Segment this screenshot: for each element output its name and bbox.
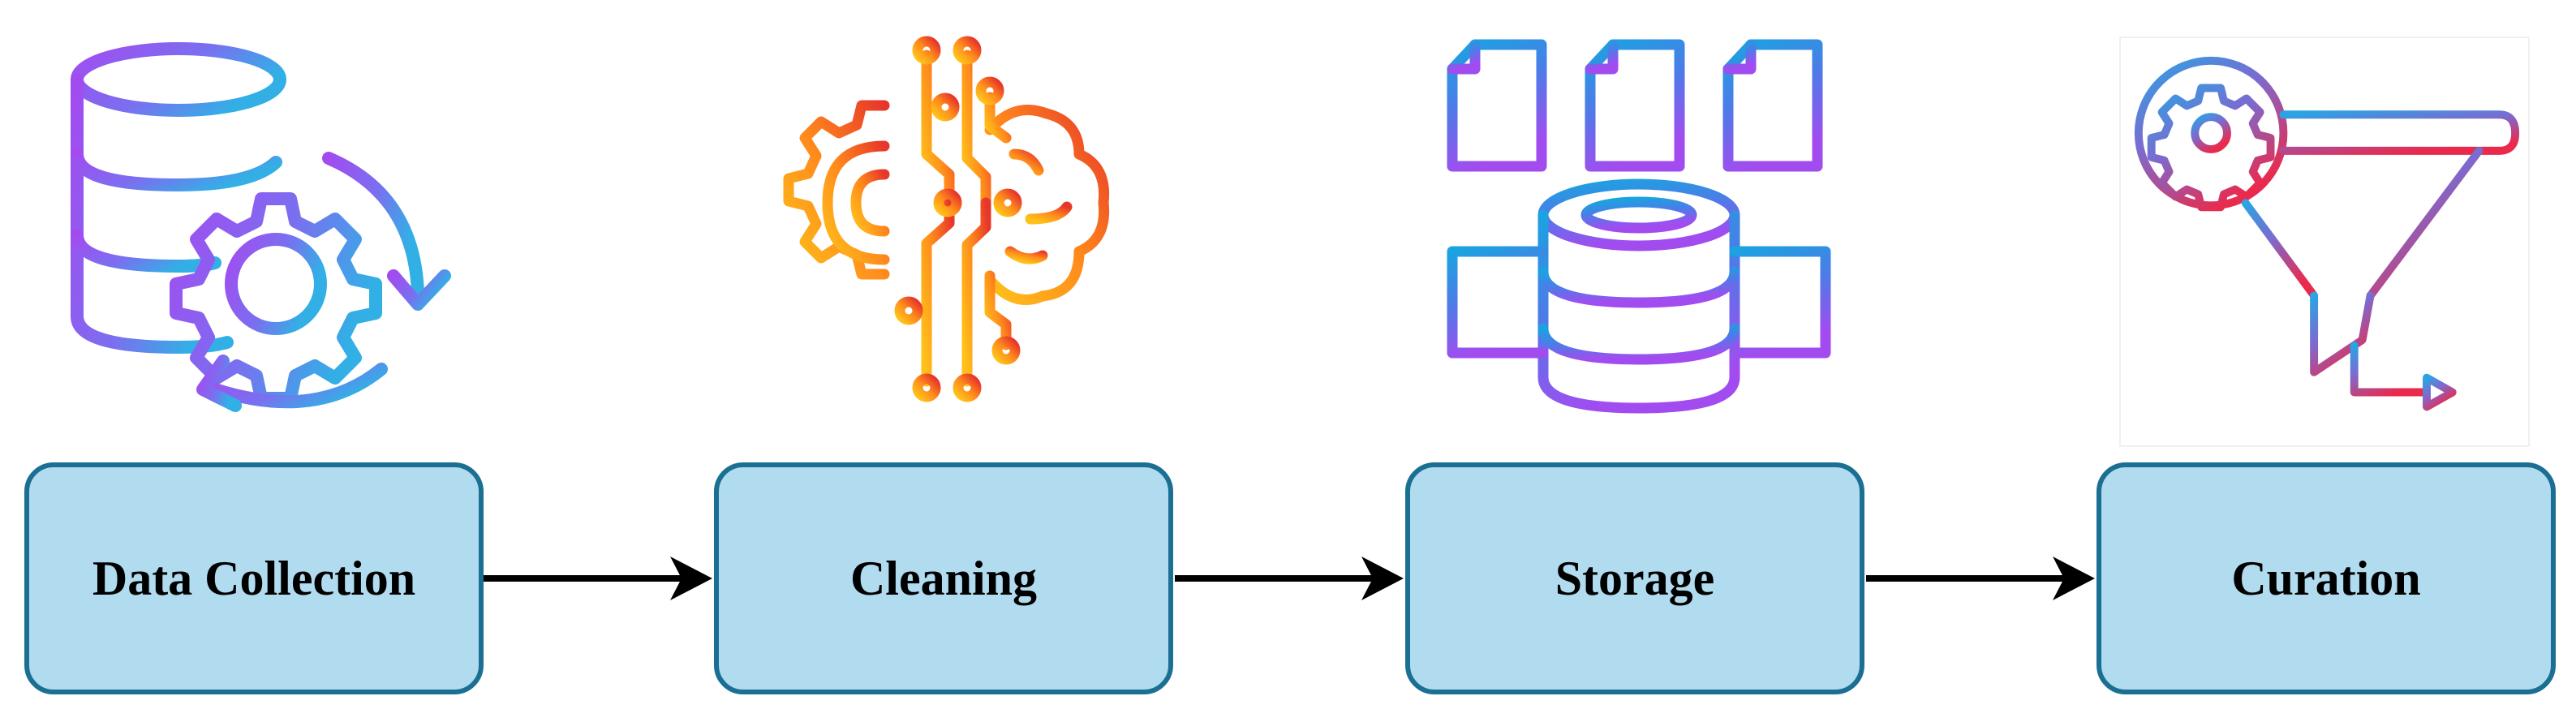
stage-curation: Curation [2096, 462, 2556, 694]
stage-label: Cleaning [849, 551, 1038, 605]
stage-label: Storage [1555, 551, 1715, 605]
stage-data-collection: Data Collection [24, 462, 484, 694]
database-gear-sync-icon [49, 32, 454, 430]
stage-label: Curation [2231, 551, 2421, 605]
stage-label: Data Collection [92, 551, 416, 605]
stage-storage: Storage [1405, 462, 1864, 694]
brain-circuit-icon [746, 32, 1128, 414]
stage-cleaning: Cleaning [714, 462, 1173, 694]
database-documents-icon [1444, 37, 1834, 426]
funnel-gear-icon [2119, 37, 2530, 447]
